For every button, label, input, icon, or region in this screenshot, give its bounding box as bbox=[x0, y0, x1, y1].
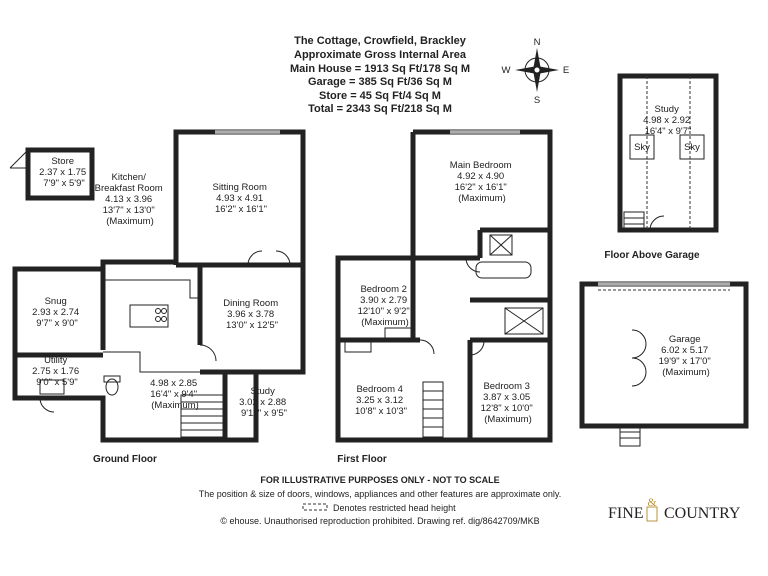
compass-icon: N S E W bbox=[502, 37, 570, 106]
area-total: Total = 2343 Sq Ft/218 Sq M bbox=[308, 103, 452, 115]
skylight-left: Sky bbox=[634, 142, 650, 153]
compass-n: N bbox=[534, 37, 541, 48]
logo-pillar-icon bbox=[646, 506, 658, 522]
skylight-right: Sky bbox=[684, 142, 700, 153]
ground-floor-plan bbox=[9, 129, 306, 443]
label-above-garage: Floor Above Garage bbox=[604, 250, 700, 261]
area-main-house: Main House = 1913 Sq Ft/178 Sq M bbox=[290, 63, 470, 75]
logo-left: Fine bbox=[608, 505, 644, 522]
room-hall: 4.98 x 2.85 16'4" x 9'4" (Maximum) bbox=[150, 378, 200, 411]
compass-w: W bbox=[502, 65, 511, 76]
room-bedroom2: Bedroom 2 3.90 x 2.79 12'10" x 9'2" (Max… bbox=[358, 284, 413, 328]
label-ground-floor: Ground Floor bbox=[93, 454, 157, 465]
room-bedroom3: Bedroom 3 3.87 x 3.05 12'8" x 10'0" (Max… bbox=[481, 381, 536, 425]
compass-s: S bbox=[534, 95, 540, 106]
disclaimer: FOR ILLUSTRATIVE PURPOSES ONLY - NOT TO … bbox=[260, 475, 499, 485]
ground-floor-labels: Store 2.37 x 1.75 7'9" x 5'9" Kitchen/ B… bbox=[32, 156, 289, 465]
room-garage: Garage 6.02 x 5.17 19'9" x 17'0" (Maximu… bbox=[659, 334, 714, 378]
room-bedroom4: Bedroom 4 3.25 x 3.12 10'8" x 10'3" bbox=[355, 384, 407, 417]
fine-country-logo: Fine & Country bbox=[608, 495, 741, 522]
approx-note: The position & size of doors, windows, a… bbox=[199, 489, 562, 499]
room-dining: Dining Room 3.96 x 3.78 13'0" x 12'5" bbox=[223, 298, 281, 331]
room-store: Store 2.37 x 1.75 7'9" x 5'9" bbox=[39, 156, 89, 189]
restricted-height-legend: Denotes restricted head height bbox=[333, 503, 456, 513]
room-snug: Snug 2.93 x 2.74 9'7" x 9'0" bbox=[32, 296, 82, 329]
compass-e: E bbox=[563, 65, 569, 76]
above-garage-plan: Study 4.98 x 2.92 16'4" x 9'7" Sky Sky F… bbox=[604, 73, 719, 261]
logo-right: Country bbox=[664, 505, 741, 522]
room-study-upper: Study 4.98 x 2.92 16'4" x 9'7" bbox=[643, 104, 693, 137]
area-heading: Approximate Gross Internal Area bbox=[294, 49, 467, 61]
area-garage: Garage = 385 Sq Ft/36 Sq M bbox=[308, 76, 452, 88]
room-study-ground: Study 3.02 x 2.88 9'11" x 9'5" bbox=[239, 386, 289, 419]
footer: FOR ILLUSTRATIVE PURPOSES ONLY - NOT TO … bbox=[199, 475, 562, 526]
logo-amp: & bbox=[647, 495, 657, 509]
garage-plan: Garage 6.02 x 5.17 19'9" x 17'0" (Maximu… bbox=[579, 281, 749, 447]
copyright: © ehouse. Unauthorised reproduction proh… bbox=[220, 516, 539, 526]
room-kitchen: Kitchen/ Breakfast Room 4.13 x 3.96 13'7… bbox=[95, 172, 166, 227]
store-walls bbox=[25, 147, 95, 201]
first-floor-plan bbox=[335, 129, 553, 443]
room-utility: Utility 2.75 x 1.76 9'0" x 5'9" bbox=[32, 355, 82, 388]
plan-title: The Cottage, Crowfield, Brackley bbox=[294, 35, 467, 47]
header: The Cottage, Crowfield, Brackley Approxi… bbox=[290, 35, 470, 115]
room-main-bedroom: Main Bedroom 4.92 x 4.90 16'2" x 16'1" (… bbox=[450, 160, 514, 204]
first-floor-labels: Main Bedroom 4.92 x 4.90 16'2" x 16'1" (… bbox=[337, 160, 536, 465]
restricted-height-legend-icon bbox=[302, 503, 328, 511]
kitchen-island bbox=[129, 304, 169, 328]
room-sitting: Sitting Room 4.93 x 4.91 16'2" x 16'1" bbox=[212, 182, 269, 215]
label-first-floor: First Floor bbox=[337, 454, 387, 465]
area-store: Store = 45 Sq Ft/4 Sq M bbox=[319, 90, 441, 102]
